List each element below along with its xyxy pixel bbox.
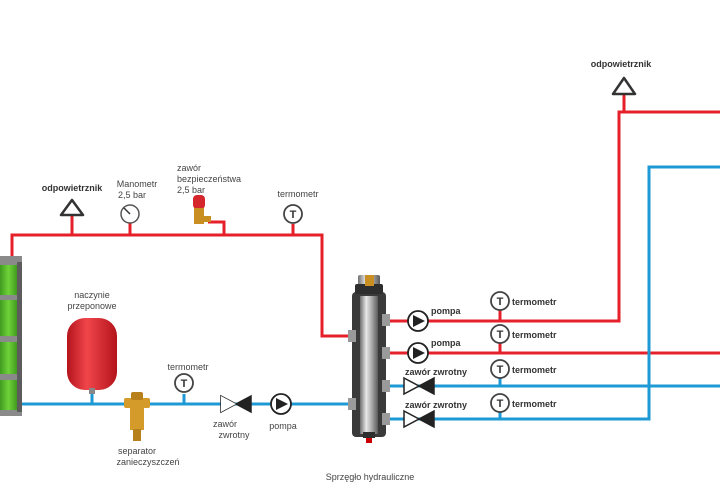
manometer-gauge-icon bbox=[120, 204, 140, 224]
safety-valve-icon bbox=[193, 195, 211, 224]
check-valve-c4-label: zawór zwrotny bbox=[405, 400, 467, 410]
thermometer-c3-label: termometr bbox=[512, 365, 557, 375]
safety-valve-branch bbox=[208, 220, 226, 235]
thermometer-c4-label: termometr bbox=[512, 399, 557, 409]
hydraulic-coupler-label: Sprzęgło hydrauliczne bbox=[326, 472, 415, 482]
thermo-symbol: T bbox=[497, 296, 504, 308]
vent-top-label: odpowietrznik bbox=[591, 59, 652, 69]
pump-c2-label: pompa bbox=[431, 338, 461, 348]
thermo-symbol: T bbox=[497, 329, 504, 341]
pump-c1-label: pompa bbox=[431, 306, 461, 316]
pump-c2-icon bbox=[407, 342, 429, 364]
vent-left-label: odpowietrznik bbox=[42, 183, 103, 193]
safety-valve-label-line1: zawór bbox=[177, 163, 201, 173]
thermometer-c1-label: termometr bbox=[512, 297, 557, 307]
expansion-vessel-label-line1: naczynie bbox=[74, 290, 110, 300]
thermometer-c3-icon: T bbox=[490, 359, 510, 379]
check-valve-c3-label: zawór zwrotny bbox=[405, 367, 467, 377]
pump-return-icon bbox=[270, 393, 292, 415]
pump-return-label: pompa bbox=[269, 421, 297, 431]
hot-pipes bbox=[10, 94, 720, 355]
thermometer-return-label: termometr bbox=[167, 362, 208, 372]
thermo-symbol: T bbox=[290, 209, 297, 221]
pump-c1-icon bbox=[407, 310, 429, 332]
expansion-vessel-label-line2: przeponowe bbox=[67, 301, 116, 311]
check-valve-return-icon bbox=[220, 394, 252, 414]
manometer-label-line1: Manometr bbox=[117, 179, 158, 189]
expansion-vessel-icon bbox=[67, 318, 117, 394]
vent-top-icon bbox=[611, 76, 637, 96]
thermometer-return-icon: T bbox=[174, 373, 194, 393]
check-valve-c4-icon bbox=[403, 409, 435, 429]
dirt-separator-icon bbox=[124, 392, 150, 441]
boiler-icon bbox=[0, 256, 22, 416]
separator-label-line2: zanieczyszczeń bbox=[116, 457, 179, 467]
thermometer-c1-icon: T bbox=[490, 291, 510, 311]
separator-label-line1: separator bbox=[118, 446, 156, 456]
thermo-symbol: T bbox=[181, 378, 188, 390]
thermometer-c2-label: termometr bbox=[512, 330, 557, 340]
safety-valve-label-line3: 2,5 bar bbox=[177, 185, 205, 195]
check-valve-return-label-line2: zwrotny bbox=[218, 430, 250, 440]
circuit-1-return bbox=[384, 165, 720, 421]
thermo-symbol: T bbox=[497, 364, 504, 376]
safety-valve-label-line2: bezpieczeństwa bbox=[177, 174, 241, 184]
thermometer-c4-icon: T bbox=[490, 393, 510, 413]
thermometer-supply-icon: T bbox=[283, 204, 303, 224]
hot-supply-pipe bbox=[10, 233, 352, 338]
vent-left-icon bbox=[59, 198, 85, 217]
manometer-label-line2: 2,5 bar bbox=[118, 190, 146, 200]
check-valve-return-label-line1: zawór bbox=[213, 419, 237, 429]
thermometer-c2-icon: T bbox=[490, 324, 510, 344]
check-valve-c3-icon bbox=[403, 376, 435, 396]
thermometer-supply-label: termometr bbox=[277, 189, 318, 199]
hydraulic-coupler-icon bbox=[348, 275, 390, 443]
circuit-1-supply bbox=[384, 110, 720, 323]
thermo-symbol: T bbox=[497, 398, 504, 410]
